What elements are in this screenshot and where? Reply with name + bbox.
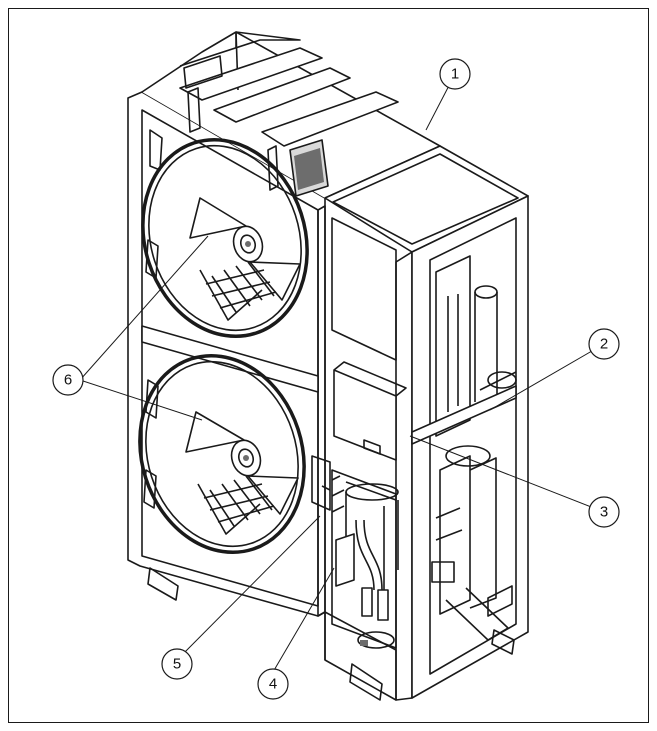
interior — [311, 217, 407, 649]
mounting-feet — [147, 567, 515, 701]
callout-3: 3 — [588, 496, 620, 528]
svg-text:2: 2 — [600, 336, 608, 353]
callout-2: 2 — [588, 328, 620, 360]
svg-text:1: 1 — [451, 66, 459, 83]
callout-6: 6 — [52, 364, 84, 396]
svg-text:5: 5 — [173, 656, 181, 673]
lower-fan — [138, 353, 306, 555]
shading — [243, 148, 368, 646]
figure-frame — [8, 8, 649, 723]
top-crossbars — [179, 47, 399, 197]
callouts: 1 2 3 4 5 6 — [52, 58, 620, 700]
right-interior — [411, 255, 517, 641]
svg-text:3: 3 — [600, 504, 608, 521]
callout-4: 4 — [257, 668, 289, 700]
callout-1: 1 — [439, 58, 471, 90]
housing — [127, 31, 529, 701]
callout-5: 5 — [161, 648, 193, 680]
svg-text:6: 6 — [64, 372, 72, 389]
upper-fan — [141, 129, 309, 339]
svg-text:4: 4 — [269, 676, 277, 693]
